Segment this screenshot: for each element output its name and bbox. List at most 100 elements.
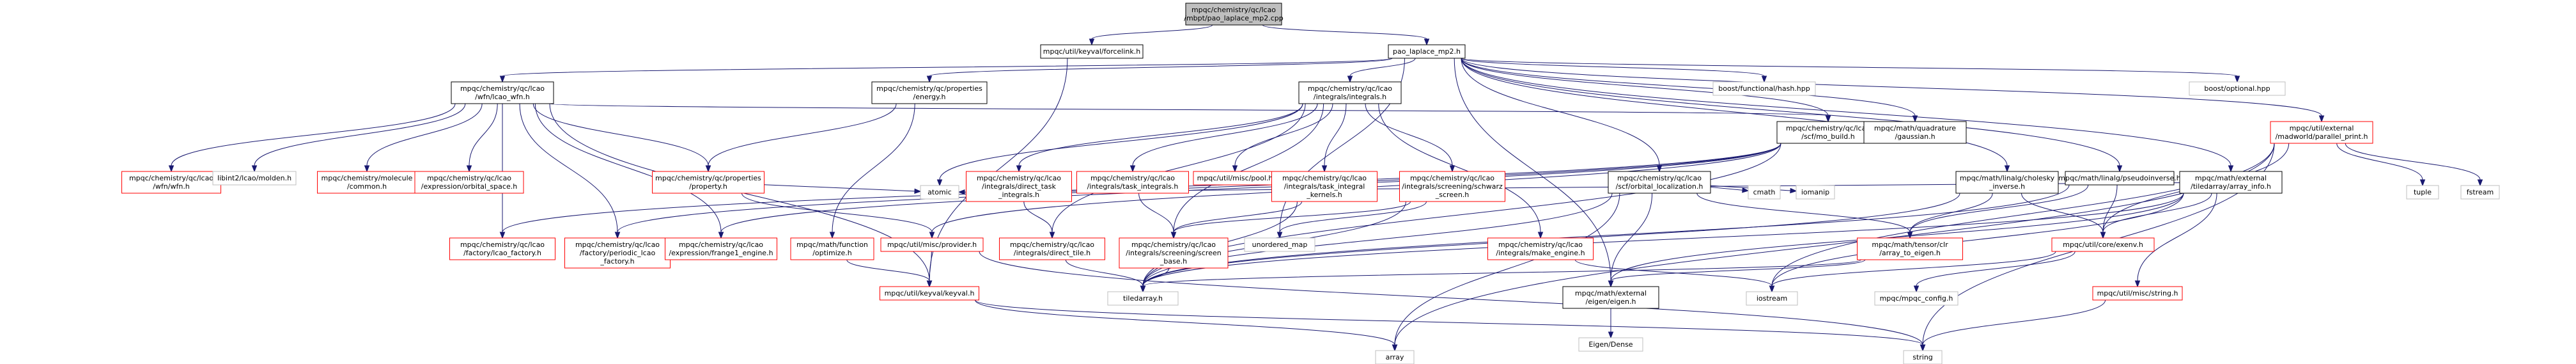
edge-integrals-to-make-engine	[1378, 103, 1541, 233]
node-keyval[interactable]: mpqc/util/keyval/keyval.h	[880, 286, 979, 301]
edge-arrowhead	[1913, 285, 1920, 293]
edge-scf-mo-build-to-periodic-factory	[617, 143, 1781, 233]
node-eigen-h[interactable]: mpqc/math/external/eigen/eigen.h	[1562, 286, 1659, 309]
edge-arrowhead	[1608, 331, 1614, 339]
node-frange-engine[interactable]: mpqc/chemistry/qc/lcao/expression/frange…	[665, 237, 777, 260]
node-molecule-common[interactable]: mpqc/chemistry/molecule/common.h	[317, 171, 417, 194]
node-box	[1562, 286, 1659, 309]
node-wfn-factory[interactable]: mpqc/chemistry/qc/lcao/factory/lcao_fact…	[449, 237, 555, 260]
node-task-integrals[interactable]: mpqc/chemistry/qc/lcao/integrals/task_in…	[1076, 171, 1189, 194]
edge-orbital-loc-to-cmath	[1710, 187, 1743, 191]
edge-prop-property-to-atomic	[764, 184, 915, 192]
node-array-info[interactable]: mpqc/math/external/tiledarray/array_info…	[2179, 171, 2283, 194]
node-box	[1388, 44, 1466, 59]
node-wfn-wfn-h[interactable]: mpqc/chemistry/qc/lcao/wfn/wfn.h	[121, 171, 221, 194]
node-root[interactable]: mpqc/chemistry/qc/lcao/mbpt/pao_laplace_…	[1184, 3, 1284, 26]
node-label: _factory.h	[600, 257, 634, 265]
edge-core-exenv-to-mpqc-config	[1916, 251, 2076, 287]
node-label: array	[1386, 353, 1404, 361]
node-label: _base.h	[1160, 257, 1187, 265]
edge-wfn-wfn-to-molecule-common	[366, 103, 483, 166]
node-label: /wfn/lcao_wfn.h	[475, 93, 530, 101]
node-periodic-factory[interactable]: mpqc/chemistry/qc/lcao/factory/periodic_…	[564, 237, 671, 269]
node-prop-property[interactable]: mpqc/chemistry/qc/properties/property.h	[652, 171, 764, 194]
node-box	[790, 237, 874, 260]
node-pool[interactable]: mpqc/util/misc/pool.h	[1193, 171, 1277, 186]
edge-arrowhead	[2477, 179, 2483, 187]
node-box	[1776, 121, 1880, 144]
edge-pao-h-to-cholesky	[1461, 58, 2008, 166]
edge-arrowhead	[1742, 187, 1750, 193]
edge-wfn-wfn-to-frange-engine	[534, 103, 722, 233]
node-cholesky[interactable]: mpqc/math/linalg/cholesky_inverse.h	[1955, 171, 2059, 194]
edge-arrowhead	[1769, 285, 1775, 293]
node-scf-mo-build[interactable]: mpqc/chemistry/qc/lcao/scf/mo_build.h	[1776, 121, 1880, 144]
edge-arrowhead	[1170, 232, 1177, 239]
edge-arrowhead	[958, 189, 965, 195]
edge-parallel-print-to-tuple	[2336, 143, 2423, 180]
edge-arrowhead	[2004, 165, 2010, 173]
node-label: string	[1913, 353, 1933, 361]
node-label: _kernels.h	[1306, 191, 1342, 199]
edge-root-to-forcelink	[1091, 24, 1213, 40]
node-schwarz[interactable]: mpqc/chemistry/qc/lcao/integrals/screeni…	[1399, 171, 1505, 202]
node-box	[2179, 171, 2283, 194]
node-iomanip: iomanip	[1796, 185, 1835, 200]
node-eigen-conv[interactable]: mpqc/math/tensor/clr/array_to_eigen.h	[1857, 237, 1963, 260]
node-box	[665, 237, 777, 260]
node-label: mpqc/util/keyval/forcelink.h	[1043, 47, 1140, 56]
node-eigen-dense: Eigen/Dense	[1578, 337, 1643, 352]
node-box	[1271, 171, 1377, 202]
node-prop-energy[interactable]: mpqc/chemistry/qc/properties/energy.h	[871, 81, 988, 104]
node-orbital-space[interactable]: mpqc/chemistry/qc/lcao/expression/orbita…	[414, 171, 524, 194]
edge-eigen-conv-to-tiledarray	[1142, 259, 1861, 287]
edge-arrowhead	[1129, 165, 1136, 173]
node-wfn-wfn[interactable]: mpqc/chemistry/qc/lcao/wfn/lcao_wfn.h	[451, 81, 554, 104]
node-atomic: atomic	[920, 185, 959, 200]
node-math-function-opt[interactable]: mpqc/math/function/optimize.h	[790, 237, 874, 260]
node-box	[2270, 121, 2373, 144]
node-label: mpqc/chemistry/qc/lcao	[1308, 84, 1392, 93]
node-iostream: iostream	[1746, 291, 1798, 306]
node-integrals[interactable]: mpqc/chemistry/qc/lcao/integrals/integra…	[1298, 81, 1402, 104]
node-make-engine[interactable]: mpqc/chemistry/qc/lcao/integrals/make_en…	[1487, 237, 1594, 260]
edge-core-exenv-to-iostream	[1771, 251, 2056, 287]
edge-wfn-wfn-to-prop-property	[532, 103, 709, 166]
node-label: mpqc/chemistry/qc/lcao	[679, 241, 763, 249]
node-quadrature[interactable]: mpqc/math/quadrature/gaussian.h	[1863, 121, 1967, 144]
edge-arrowhead	[2318, 115, 2325, 123]
node-label: iostream	[1757, 294, 1787, 303]
node-pao-h[interactable]: pao_laplace_mp2.h	[1388, 44, 1466, 59]
node-box	[871, 81, 988, 104]
node-parallel-print[interactable]: mpqc/util/external/madworld/parallel_pri…	[2270, 121, 2373, 144]
edge-array-info-to-iostream	[1771, 193, 2184, 287]
node-orbital-loc[interactable]: mpqc/chemistry/qc/lcao/scf/orbital_local…	[1608, 171, 1711, 194]
node-direct-task[interactable]: mpqc/chemistry/qc/lcao/integrals/direct_…	[966, 171, 1072, 202]
node-screen-base[interactable]: mpqc/chemistry/qc/lcao/integrals/screeni…	[1119, 237, 1229, 269]
node-box	[1955, 171, 2059, 194]
node-pseudoinverse[interactable]: mpqc/math/linalg/pseudoinverse.h	[2058, 171, 2181, 186]
node-mpqc-config: mpqc/mpqc_config.h	[1874, 291, 1959, 306]
node-direct-tile[interactable]: mpqc/chemistry/qc/lcao/integrals/direct_…	[999, 237, 1105, 260]
edge-keyval-to-array	[975, 299, 1395, 345]
edge-arrowhead	[614, 232, 621, 239]
node-misc-provider[interactable]: mpqc/util/misc/provider.h	[880, 237, 984, 252]
node-task-integral-kernels[interactable]: mpqc/chemistry/qc/lcao/integrals/task_in…	[1271, 171, 1377, 202]
node-label: /property.h	[689, 182, 727, 191]
edge-arrowhead	[499, 75, 506, 83]
node-forcelink[interactable]: mpqc/util/keyval/forcelink.h	[1040, 44, 1144, 59]
node-misc-string[interactable]: mpqc/util/misc/string.h	[2092, 286, 2183, 301]
node-box	[1375, 350, 1415, 364]
edge-integrals-to-direct-tile	[1051, 103, 1306, 233]
node-core-exenv[interactable]: mpqc/util/core/exenv.h	[2051, 237, 2155, 252]
node-label: libint2/lcao/molden.h	[217, 174, 291, 182]
node-label: /expression/orbital_space.h	[421, 182, 517, 191]
node-box	[1578, 337, 1643, 352]
node-box	[212, 171, 297, 186]
edge-arrowhead	[1392, 344, 1398, 352]
node-label: mpqc/chemistry/qc/lcao	[460, 241, 545, 249]
node-box	[1487, 237, 1594, 260]
node-fstream: fstream	[2460, 185, 2500, 200]
edge-wfn-wfn-to-orbital-space	[469, 103, 498, 166]
edge-arrowhead	[705, 165, 711, 173]
